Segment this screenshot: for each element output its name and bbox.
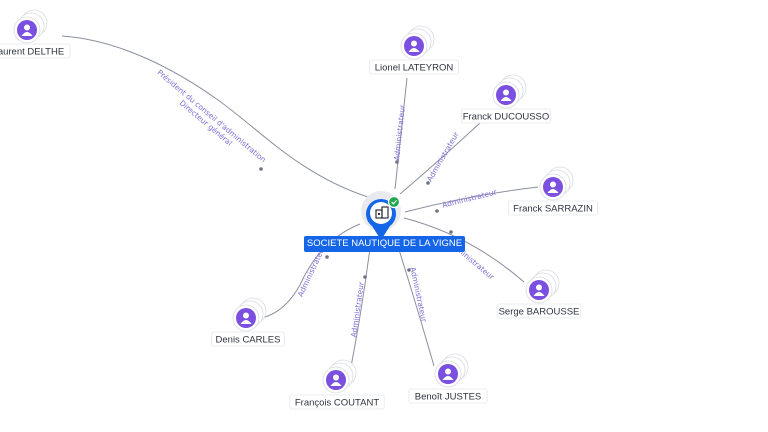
edge-arrow-icon — [407, 268, 411, 272]
edge-label-lateyron: Administrateur — [392, 104, 407, 161]
person-node-lateyron[interactable]: Lionel LATEYRON — [369, 25, 459, 75]
person-icon — [500, 89, 512, 101]
person-label-box — [508, 200, 598, 216]
edge-arrow-icon — [426, 181, 430, 185]
person-icon — [21, 24, 33, 36]
edge-label-justes: Administrateur — [408, 266, 429, 323]
company-node[interactable] — [361, 191, 401, 240]
person-name: Denis CARLES — [216, 335, 281, 346]
edge-label-line: Administrateur — [349, 280, 366, 338]
edge-label-line: Administrateur — [441, 187, 498, 209]
edge-label-line: Président du conseil d'administration — [155, 68, 268, 164]
person-icon — [547, 181, 559, 193]
edge-sarrazin — [404, 186, 539, 213]
person-name: aurent DELTHE — [0, 47, 64, 58]
edge-arrow-icon — [325, 255, 329, 259]
person-node-coutant[interactable]: François COUTANT — [289, 359, 385, 410]
edge-justes — [394, 236, 435, 367]
nodes-layer: aurent DELTHE Lionel LATEYRON Franck DUCOU… — [0, 9, 598, 410]
edge-coutant — [349, 247, 371, 373]
person-label-box — [289, 394, 385, 410]
edge-delthe — [61, 35, 369, 198]
check-icon — [391, 199, 398, 205]
person-label-box — [0, 43, 71, 59]
person-label-box — [496, 303, 582, 319]
edge-label-line: Administrateur — [392, 104, 407, 161]
person-name: Lionel LATEYRON — [375, 63, 454, 74]
person-label-box — [369, 59, 459, 75]
building-icon — [375, 206, 389, 219]
edge-label-line: Administrateur — [408, 266, 429, 323]
person-name: François COUTANT — [295, 398, 379, 409]
edge-arrow-icon — [363, 275, 367, 279]
edge-label-line: Administrateur — [425, 129, 461, 183]
person-label-box — [461, 108, 551, 124]
person-name: Franck DUCOUSSO — [463, 112, 550, 123]
person-node-delthe[interactable]: aurent DELTHE — [0, 9, 71, 59]
person-icon — [408, 40, 420, 52]
person-node-ducousso[interactable]: Franck DUCOUSSO — [461, 74, 551, 124]
edge-arrow-icon — [395, 160, 399, 164]
person-icon — [240, 312, 252, 324]
person-node-sarrazin[interactable]: Franck SARRAZIN — [508, 166, 598, 216]
edge-label-coutant: Administrateur — [349, 280, 366, 338]
person-name: Serge BAROUSSE — [499, 307, 580, 318]
person-name: Benoît JUSTES — [415, 392, 482, 403]
person-icon — [533, 284, 545, 296]
person-icon — [330, 374, 342, 386]
edges-layer: Président du conseil d'administrationDir… — [61, 35, 539, 373]
company-name-label[interactable]: SOCIETE NAUTIQUE DE LA VIGNE — [304, 236, 465, 252]
edge-label-sarrazin: Administrateur — [441, 187, 498, 209]
company-node-face — [370, 202, 392, 224]
person-node-barousse[interactable]: Serge BAROUSSE — [496, 269, 582, 319]
edge-label-delthe: Président du conseil d'administrationDir… — [150, 68, 268, 171]
edge-arrow-icon — [259, 167, 263, 171]
edge-arrow-icon — [435, 209, 439, 213]
edge-carles — [261, 223, 361, 319]
edge-arrow-icon — [449, 230, 453, 234]
person-label-box — [211, 331, 285, 347]
person-node-carles[interactable]: Denis CARLES — [211, 297, 285, 347]
person-name: Franck SARRAZIN — [513, 204, 593, 215]
person-node-justes[interactable]: Benoît JUSTES — [408, 353, 488, 404]
person-icon — [442, 368, 454, 380]
edge-barousse — [403, 217, 525, 283]
edge-lateyron — [394, 77, 408, 190]
person-label-box — [408, 388, 488, 404]
check-badge-icon — [387, 195, 401, 209]
edge-label-ducousso: Administrateur — [425, 129, 461, 183]
